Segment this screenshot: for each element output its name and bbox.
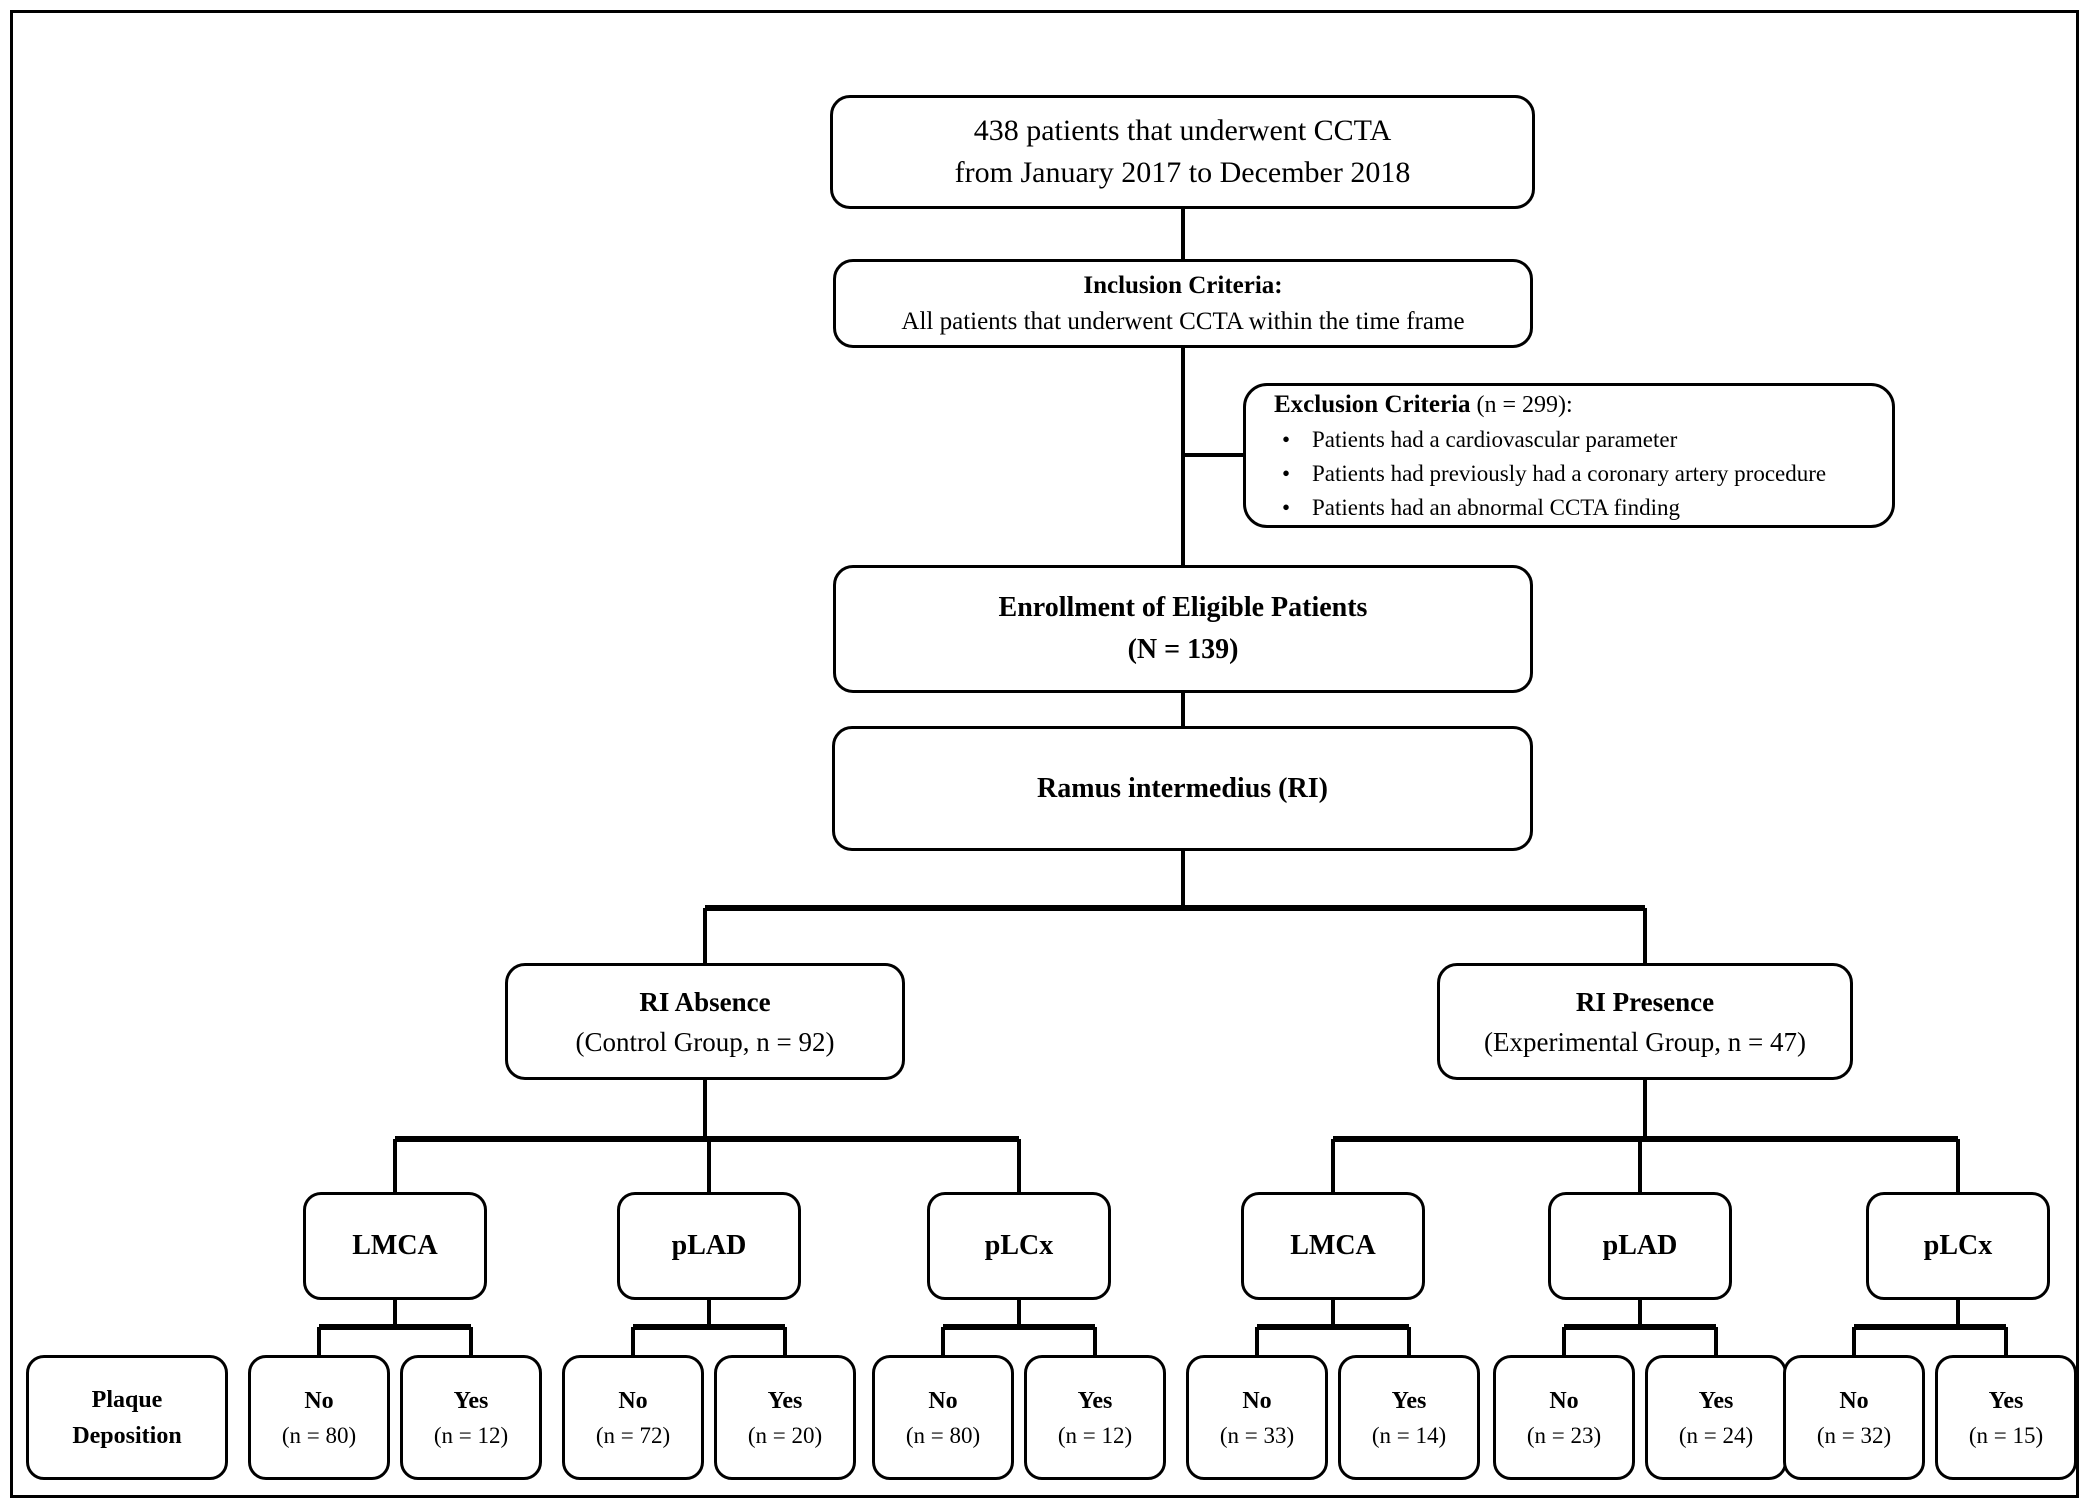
box-outcome-no-plcx-control: No (n = 80): [872, 1355, 1014, 1480]
box-artery-lmca-experimental: LMCA: [1241, 1192, 1425, 1300]
exclusion-count: (n = 299):: [1470, 391, 1573, 418]
box-artery-plcx-experimental: pLCx: [1866, 1192, 2050, 1300]
outcome-label: Yes: [1698, 1387, 1734, 1414]
outcome-count: (n = 33): [1219, 1422, 1295, 1448]
outcome-count: (n = 15): [1968, 1422, 2044, 1448]
ri-absence-subtitle: (Control Group, n = 92): [575, 1026, 835, 1057]
box-outcome-no-plcx-experimental: No (n = 32): [1783, 1355, 1925, 1480]
outcome-count: (n = 24): [1678, 1422, 1754, 1448]
box-outcome-no-lmca-control: No (n = 80): [248, 1355, 390, 1480]
outcome-label: Yes: [1988, 1387, 2024, 1414]
box-enrollment: Enrollment of Eligible Patients (N = 139…: [833, 565, 1533, 693]
bullet-icon: •: [1282, 426, 1291, 452]
outcome-label: No: [928, 1387, 958, 1414]
outcome-count: (n = 72): [595, 1422, 671, 1448]
outer-border: [10, 10, 2079, 1498]
exclusion-bullet-1-text: Patients had a cardiovascular parameter: [1312, 426, 1678, 452]
exclusion-bullet-1: • Patients had a cardiovascular paramete…: [1274, 423, 1677, 457]
box-artery-plad-control: pLAD: [617, 1192, 801, 1300]
box-total-patients: 438 patients that underwent CCTA from Ja…: [830, 95, 1535, 209]
box-ri-presence: RI Presence (Experimental Group, n = 47): [1437, 963, 1853, 1080]
outcome-count: (n = 80): [281, 1422, 357, 1448]
exclusion-bullet-2: • Patients had previously had a coronary…: [1274, 457, 1826, 491]
inclusion-heading: Inclusion Criteria:: [1083, 271, 1283, 299]
outcome-label: No: [304, 1387, 334, 1414]
outcome-label: Yes: [453, 1387, 489, 1414]
artery-label: pLAD: [671, 1230, 747, 1261]
inclusion-body: All patients that underwent CCTA within …: [901, 307, 1465, 335]
artery-label: LMCA: [352, 1230, 438, 1261]
box-outcome-yes-plad-control: Yes (n = 20): [714, 1355, 856, 1480]
outcome-count: (n = 20): [747, 1422, 823, 1448]
box-artery-lmca-control: LMCA: [303, 1192, 487, 1300]
exclusion-bullet-2-text: Patients had previously had a coronary a…: [1312, 460, 1827, 486]
outcome-label: No: [1839, 1387, 1869, 1414]
box-artery-plcx-control: pLCx: [927, 1192, 1111, 1300]
box-outcome-yes-lmca-control: Yes (n = 12): [400, 1355, 542, 1480]
exclusion-heading-label: Exclusion Criteria: [1274, 390, 1471, 418]
outcome-count: (n = 12): [433, 1422, 509, 1448]
box-inclusion-criteria: Inclusion Criteria: All patients that un…: [833, 259, 1533, 348]
exclusion-heading: Exclusion Criteria (n = 299):: [1274, 387, 1573, 423]
outcome-count: (n = 14): [1371, 1422, 1447, 1448]
enrollment-line2: (N = 139): [1127, 634, 1239, 665]
artery-label: pLAD: [1602, 1230, 1678, 1261]
box-outcome-yes-plcx-experimental: Yes (n = 15): [1935, 1355, 2077, 1480]
box-ramus-intermedius: Ramus intermedius (RI): [832, 726, 1533, 851]
box-outcome-yes-plad-experimental: Yes (n = 24): [1645, 1355, 1787, 1480]
box-exclusion-criteria: Exclusion Criteria (n = 299): • Patients…: [1243, 383, 1895, 528]
exclusion-bullet-3-text: Patients had an abnormal CCTA finding: [1312, 494, 1681, 520]
outcome-count: (n = 23): [1526, 1422, 1602, 1448]
ri-presence-title: RI Presence: [1575, 986, 1715, 1017]
artery-label: LMCA: [1290, 1230, 1376, 1261]
outcome-count: (n = 12): [1057, 1422, 1133, 1448]
total-patients-line2: from January 2017 to December 2018: [954, 156, 1411, 189]
enrollment-line1: Enrollment of Eligible Patients: [998, 592, 1368, 623]
ramus-label: Ramus intermedius (RI): [1037, 772, 1328, 804]
bullet-icon: •: [1282, 460, 1291, 486]
ri-presence-subtitle: (Experimental Group, n = 47): [1484, 1026, 1806, 1057]
box-outcome-no-lmca-experimental: No (n = 33): [1186, 1355, 1328, 1480]
box-plaque-deposition-label: Plaque Deposition: [26, 1355, 228, 1480]
box-outcome-yes-lmca-experimental: Yes (n = 14): [1338, 1355, 1480, 1480]
outcome-label: Yes: [1077, 1387, 1113, 1414]
outcome-label: No: [618, 1387, 648, 1414]
bullet-icon: •: [1282, 494, 1291, 520]
outcome-label: No: [1549, 1387, 1579, 1414]
total-patients-line1: 438 patients that underwent CCTA: [973, 114, 1392, 147]
outcome-count: (n = 80): [905, 1422, 981, 1448]
outcome-label: Yes: [767, 1387, 803, 1414]
box-outcome-no-plad-control: No (n = 72): [562, 1355, 704, 1480]
box-outcome-no-plad-experimental: No (n = 23): [1493, 1355, 1635, 1480]
artery-label: pLCx: [984, 1230, 1054, 1261]
outcome-label: No: [1242, 1387, 1272, 1414]
plaque-line1: Plaque: [91, 1386, 163, 1413]
box-outcome-yes-plcx-control: Yes (n = 12): [1024, 1355, 1166, 1480]
artery-label: pLCx: [1923, 1230, 1993, 1261]
box-ri-absence: RI Absence (Control Group, n = 92): [505, 963, 905, 1080]
exclusion-bullet-3: • Patients had an abnormal CCTA finding: [1274, 491, 1680, 525]
ri-absence-title: RI Absence: [639, 986, 771, 1017]
plaque-line2: Deposition: [72, 1422, 182, 1449]
outcome-label: Yes: [1391, 1387, 1427, 1414]
outcome-count: (n = 32): [1816, 1422, 1892, 1448]
box-artery-plad-experimental: pLAD: [1548, 1192, 1732, 1300]
